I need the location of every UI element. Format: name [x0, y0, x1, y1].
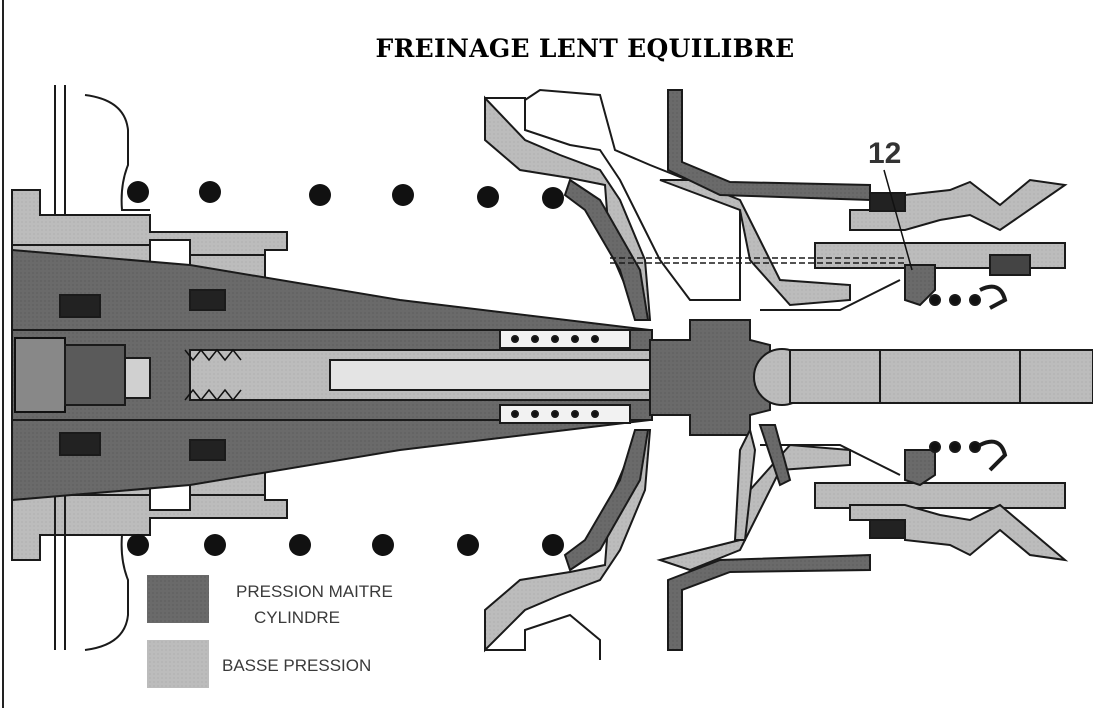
legend-label-low-pressure: BASSE PRESSION — [222, 656, 371, 675]
ball-row-bottom — [127, 534, 564, 556]
reaction-disc — [649, 279, 1093, 541]
callout-12-label: 12 — [868, 137, 901, 170]
membrane-lower — [484, 429, 871, 660]
master-cylinder-body — [11, 248, 653, 502]
callout-12-leader — [883, 169, 913, 271]
valve-mechanism-upper — [610, 178, 1068, 310]
legend-label-high-pressure-line1: PRESSION MAITRE — [236, 582, 393, 601]
ball-row-top — [127, 181, 564, 209]
diagram-title: FREINAGE LENT EQUILIBRE — [375, 34, 795, 63]
membrane-upper — [484, 88, 871, 321]
legend-swatch-low-pressure — [147, 640, 209, 688]
legend-swatch-high-pressure — [147, 575, 209, 623]
valve-mechanism-lower — [814, 439, 1069, 562]
legend-label-high-pressure-line2: CYLINDRE — [254, 608, 340, 627]
legend: PRESSION MAITRE CYLINDRE BASSE PRESSION — [147, 575, 393, 688]
